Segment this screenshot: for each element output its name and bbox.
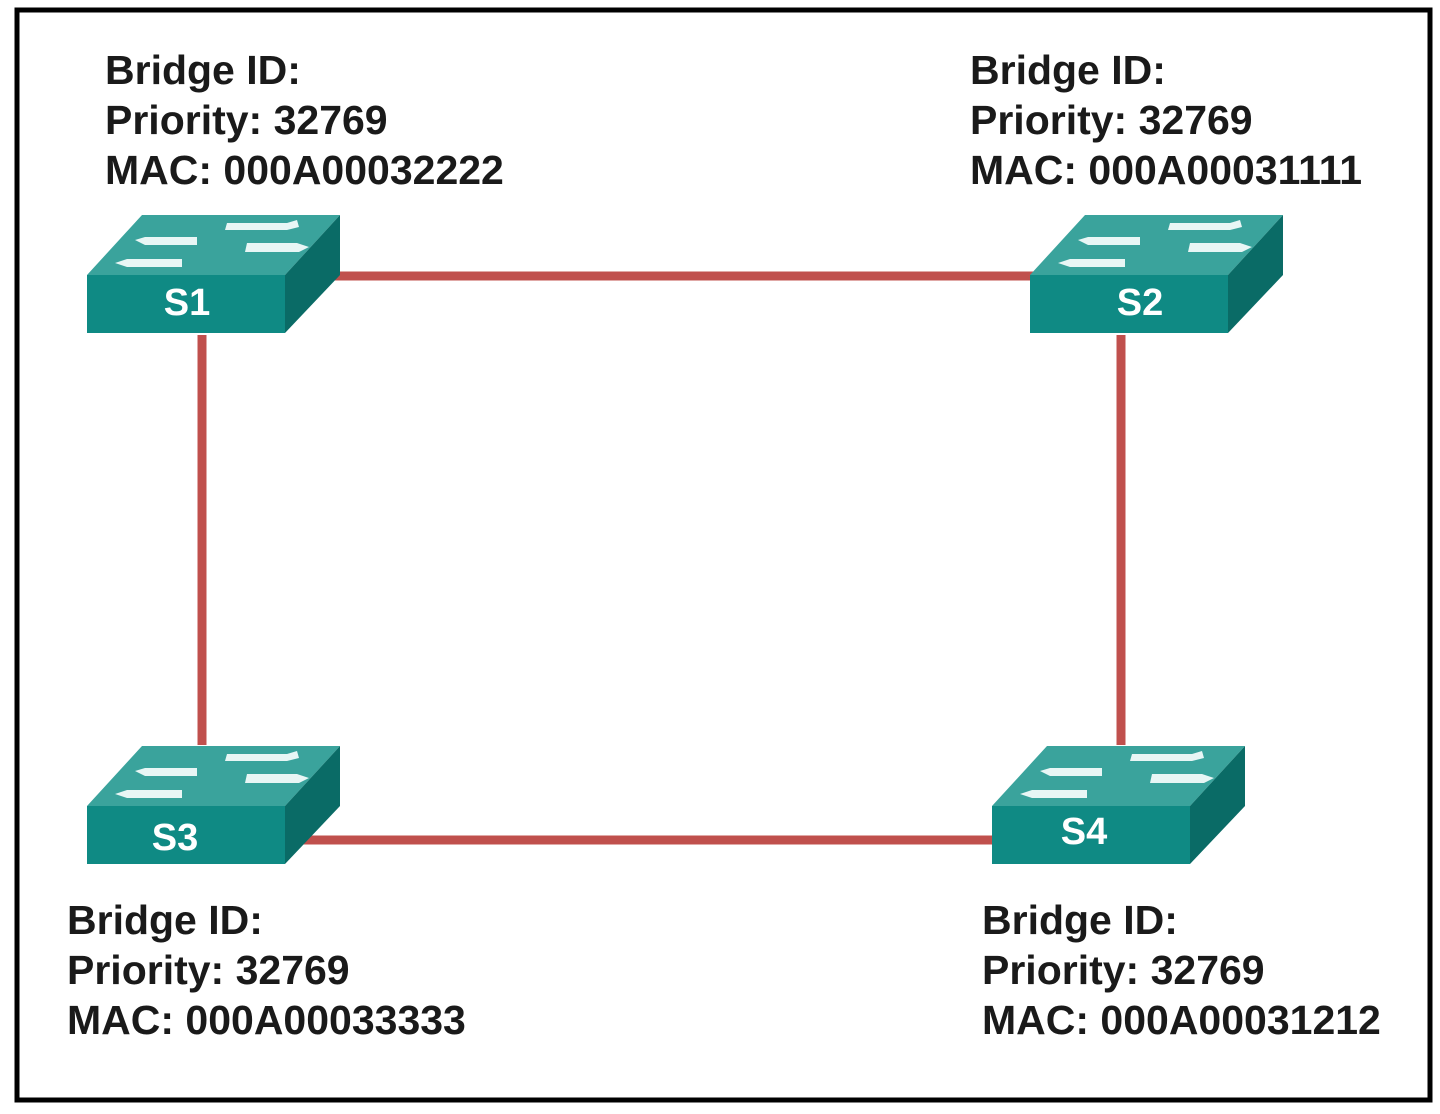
mac-value: MAC: 000A00032222 — [105, 147, 504, 193]
bridge-id-label: Bridge ID: — [105, 47, 301, 93]
switch-label: S3 — [152, 817, 198, 859]
s4-bridge-info: Bridge ID: Priority: 32769 MAC: 000A0003… — [982, 895, 1381, 1045]
switch-front-face — [992, 806, 1190, 864]
switch-side-face — [285, 215, 340, 333]
switch-label: S2 — [1117, 282, 1163, 324]
switch-front-face — [87, 806, 285, 864]
priority-value: Priority: 32769 — [982, 947, 1265, 993]
bridge-id-label: Bridge ID: — [970, 47, 1166, 93]
switch-arrows-icon — [1058, 220, 1252, 267]
switch-arrows-icon — [1020, 751, 1214, 798]
bridge-id-label: Bridge ID: — [67, 897, 263, 943]
switch-front-face — [1030, 275, 1228, 333]
bridge-id-label: Bridge ID: — [982, 897, 1178, 943]
priority-value: Priority: 32769 — [67, 947, 350, 993]
switch-s3[interactable]: S3 — [87, 746, 340, 864]
s1-bridge-info: Bridge ID: Priority: 32769 MAC: 000A0003… — [105, 45, 504, 195]
switch-side-face — [1228, 215, 1283, 333]
switch-s1[interactable]: S1 — [87, 215, 340, 333]
switch-front-face — [87, 275, 285, 333]
switch-arrows-icon — [115, 751, 309, 798]
switch-side-face — [1190, 746, 1245, 864]
diagram-border — [14, 7, 1433, 1103]
priority-value: Priority: 32769 — [105, 97, 388, 143]
switch-label: S4 — [1061, 811, 1107, 853]
switch-arrows-icon — [115, 220, 309, 267]
priority-value: Priority: 32769 — [970, 97, 1253, 143]
mac-value: MAC: 000A00033333 — [67, 997, 466, 1043]
s3-bridge-info: Bridge ID: Priority: 32769 MAC: 000A0003… — [67, 895, 466, 1045]
switch-s2[interactable]: S2 — [1030, 215, 1283, 333]
switch-label: S1 — [164, 282, 210, 324]
switch-side-face — [285, 746, 340, 864]
mac-value: MAC: 000A00031212 — [982, 997, 1381, 1043]
mac-value: MAC: 000A00031111 — [970, 147, 1363, 193]
s2-bridge-info: Bridge ID: Priority: 32769 MAC: 000A0003… — [970, 45, 1362, 195]
switch-s4[interactable]: S4 — [992, 746, 1245, 864]
